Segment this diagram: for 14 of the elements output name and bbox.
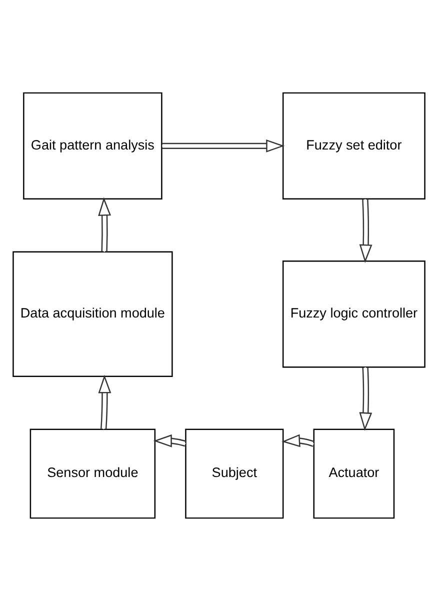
arrow — [98, 374, 112, 430]
node-box: Subject — [185, 428, 284, 519]
arrow — [282, 434, 315, 448]
arrow — [162, 139, 285, 152]
node-box: Sensor module — [30, 428, 156, 519]
arrow — [359, 367, 372, 431]
arrow — [359, 198, 372, 263]
node-box: Fuzzy set editor — [282, 92, 426, 200]
arrow — [153, 434, 186, 448]
node-box: Data acquisition module — [12, 251, 173, 377]
node-box: Fuzzy logic controller — [282, 260, 426, 368]
arrow — [98, 197, 112, 252]
node-box: Gait pattern analysis — [23, 92, 162, 200]
node-box: Actuator — [313, 428, 395, 519]
